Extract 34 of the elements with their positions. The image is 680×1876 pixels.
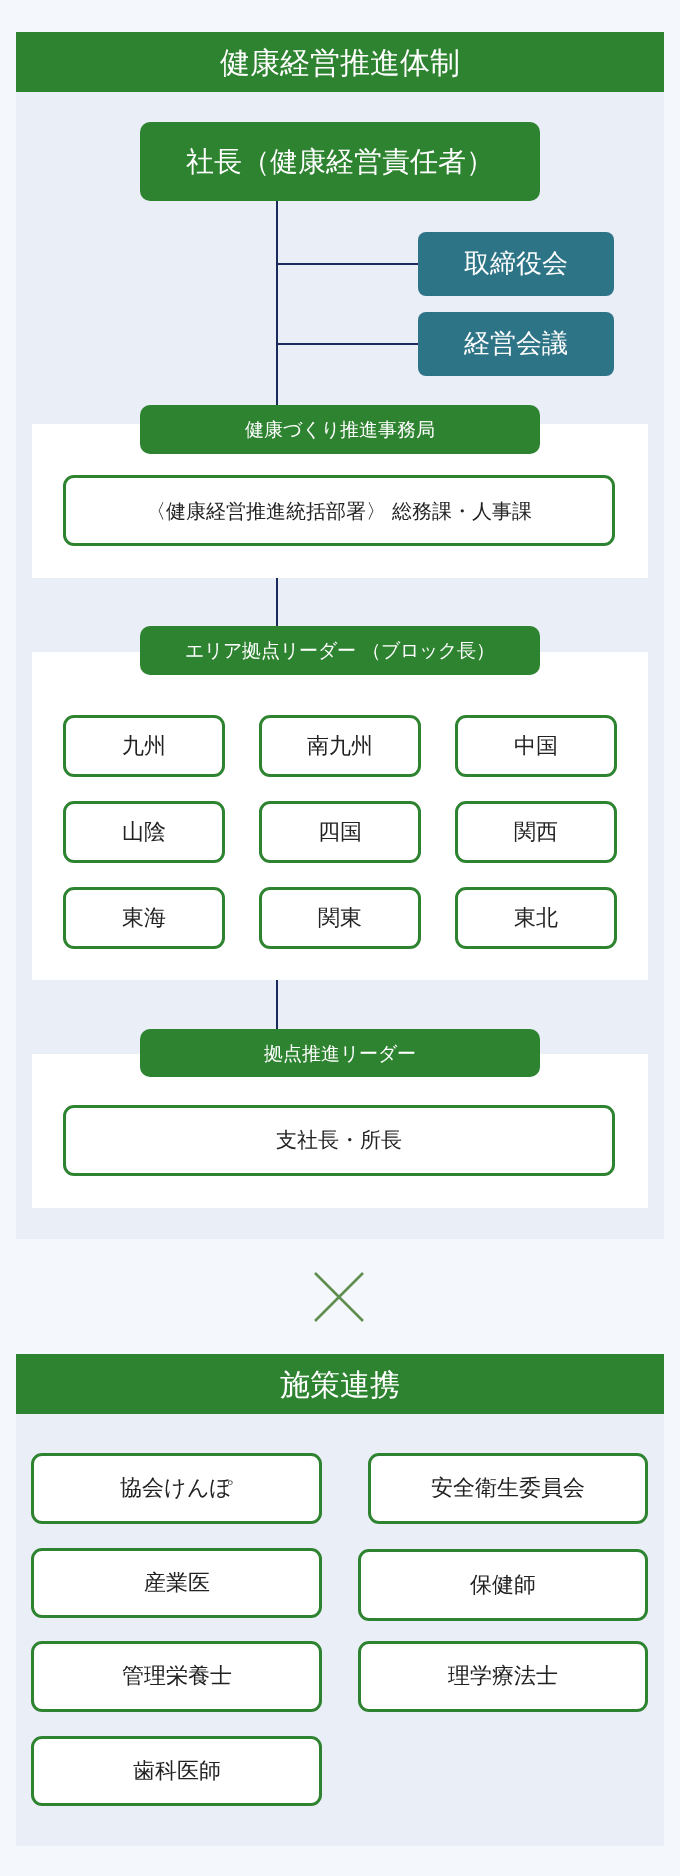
region-box: 中国 — [455, 715, 617, 777]
connector-line — [276, 979, 278, 1030]
group-heading: 拠点推進リーダー — [140, 1029, 540, 1077]
section-panel — [16, 32, 664, 1239]
section-panel — [16, 1354, 664, 1846]
region-box: 山陰 — [63, 801, 225, 863]
head-box: 社長（健康経営責任者） — [140, 122, 540, 201]
region-box: 東北 — [455, 887, 617, 949]
partner-box: 理学療法士 — [358, 1641, 648, 1712]
group-heading: 健康づくり推進事務局 — [140, 405, 540, 454]
section-heading: 健康経営推進体制 — [16, 32, 664, 92]
partner-box: 産業医 — [31, 1548, 322, 1618]
partner-box: 安全衛生委員会 — [368, 1453, 648, 1524]
connector-line — [276, 200, 278, 406]
connector-line — [276, 577, 278, 627]
partner-box: 保健師 — [358, 1549, 648, 1621]
org-box: 取締役会 — [418, 232, 614, 296]
partner-box: 管理栄養士 — [31, 1641, 322, 1712]
partner-box: 協会けんぽ — [31, 1453, 322, 1524]
department-box: 〈健康経営推進統括部署〉 総務課・人事課 — [63, 475, 615, 546]
region-box: 関東 — [259, 887, 421, 949]
region-box: 関西 — [455, 801, 617, 863]
group-heading: エリア拠点リーダー （ブロック長） — [140, 626, 540, 675]
role-box: 支社長・所長 — [63, 1105, 615, 1176]
group-panel — [32, 1029, 648, 1208]
section-heading: 施策連携 — [16, 1354, 664, 1414]
group-panel — [32, 626, 648, 980]
region-box: 九州 — [63, 715, 225, 777]
group-panel — [32, 405, 648, 578]
org-box: 経営会議 — [418, 312, 614, 376]
region-box: 南九州 — [259, 715, 421, 777]
region-box: 東海 — [63, 887, 225, 949]
region-box: 四国 — [259, 801, 421, 863]
partner-box: 歯科医師 — [31, 1736, 322, 1806]
